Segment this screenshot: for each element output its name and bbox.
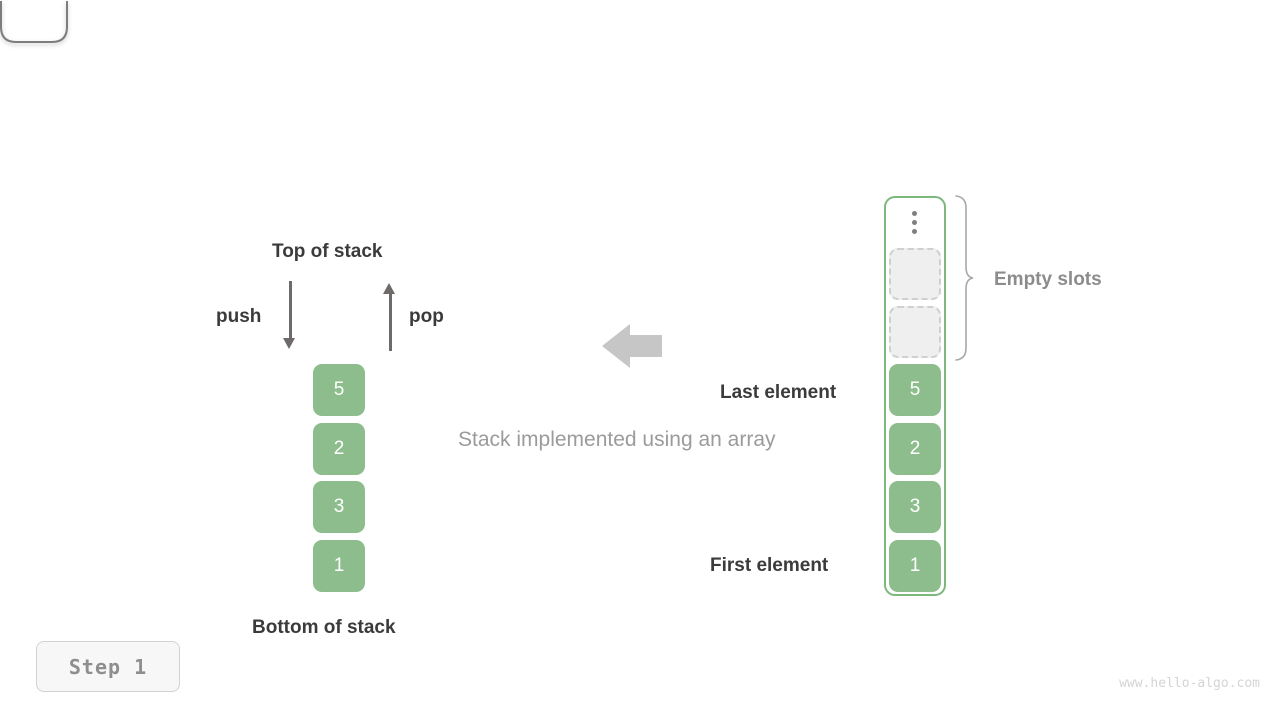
- bottom-of-stack-label: Bottom of stack: [252, 617, 396, 638]
- stack-container-outline: [0, 1, 68, 43]
- pop-label: pop: [409, 306, 444, 327]
- empty-slots-brace: [955, 195, 974, 361]
- stack-cell: 3: [313, 481, 365, 533]
- stack-cell: 5: [313, 364, 365, 416]
- array-cell: 3: [889, 481, 941, 533]
- diagram-caption: Stack implemented using an array: [458, 428, 776, 451]
- push-label: push: [216, 306, 262, 327]
- array-cell: 1: [889, 540, 941, 592]
- stack-cell: 2: [313, 423, 365, 475]
- array-cell: 5: [889, 364, 941, 416]
- stack-cell: 1: [313, 540, 365, 592]
- last-element-label: Last element: [720, 382, 837, 403]
- step-badge[interactable]: Step 1: [36, 641, 180, 692]
- top-of-stack-label: Top of stack: [272, 241, 383, 262]
- push-arrow-head-icon: [283, 338, 295, 349]
- pop-arrow-shaft: [389, 294, 392, 351]
- empty-slot: [889, 248, 941, 300]
- array-cell: 2: [889, 423, 941, 475]
- empty-slot: [889, 306, 941, 358]
- pop-arrow-head-icon: [383, 283, 395, 294]
- watermark: www.hello-algo.com: [1119, 676, 1260, 691]
- vertical-ellipsis-icon: [909, 211, 919, 237]
- push-arrow-shaft: [289, 281, 292, 338]
- first-element-label: First element: [710, 555, 829, 576]
- implemented-by-arrow-icon: [602, 324, 662, 368]
- empty-slots-label: Empty slots: [994, 269, 1102, 290]
